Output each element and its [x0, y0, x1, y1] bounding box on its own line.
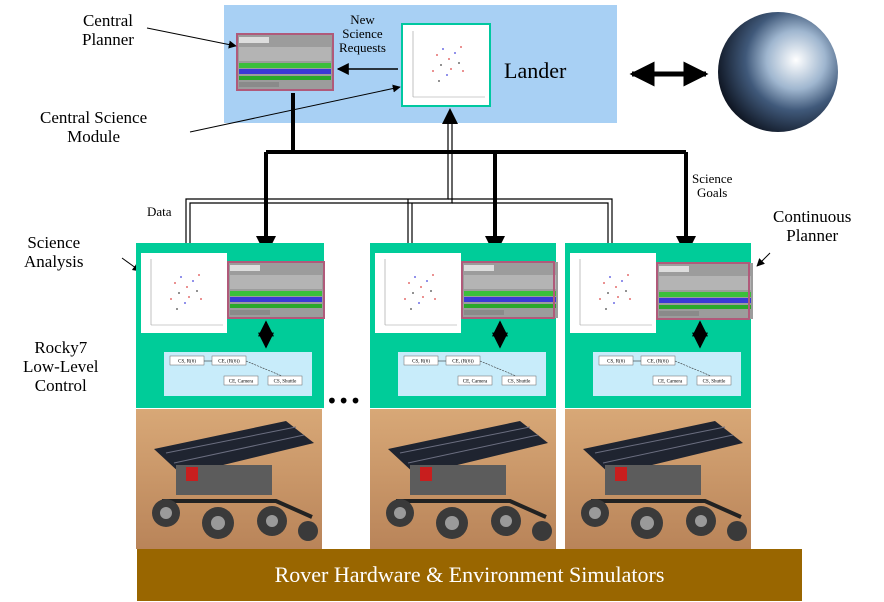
control-flow-boxes: CS, R(6) CE, (R(6)) CE, Camera CS, Shuttle C…: [169, 355, 732, 386]
flow-node-box: [169, 355, 205, 366]
flow-node-box: [267, 375, 303, 386]
rover-photo-3: [563, 407, 753, 551]
flow-node-text: CS, R(6): [178, 360, 196, 365]
flow-node-text: CS, Shuttle: [703, 380, 727, 385]
flow-node-text: CE, (R(6)): [647, 360, 669, 365]
flow-node-box: [640, 355, 676, 366]
flow-edge: [674, 360, 712, 377]
central-planner-thumbnail: [237, 34, 333, 90]
flow-node-text: CE, Camera: [658, 380, 683, 385]
flow-node-text: CS, Shuttle: [508, 380, 532, 385]
simulator-bar: [137, 549, 802, 601]
rover-photo-1: [134, 407, 324, 551]
flow-node-box: [211, 355, 247, 366]
flow-node-box: [501, 375, 537, 386]
flow-node-box: [696, 375, 732, 386]
simulators-label: Rover Hardware & Environment Simulators: [274, 562, 665, 587]
data-lines: [185, 122, 613, 252]
flow-node-text: CE, (R(6)): [452, 360, 474, 365]
more-rovers-ellipsis: •••: [326, 389, 362, 413]
flow-node-box: [457, 375, 493, 386]
flow-node-box: [223, 375, 259, 386]
flow-node-text: CE, Camera: [463, 380, 488, 385]
data-label: Data: [147, 204, 172, 219]
flow-node-box: [598, 355, 634, 366]
flow-node-text: CE, Camera: [229, 380, 254, 385]
flow-node-box: [445, 355, 481, 366]
flow-node-box: [403, 355, 439, 366]
flow-edge: [479, 360, 517, 377]
flow-node-text: CS, R(6): [412, 360, 430, 365]
flow-node-box: [652, 375, 688, 386]
flow-node-text: CS, R(6): [607, 360, 625, 365]
flow-edge: [245, 360, 283, 377]
planet-image: [718, 12, 838, 132]
flow-node-text: CS, Shuttle: [274, 380, 298, 385]
flow-node-text: CE, (R(6)): [218, 360, 240, 365]
lander-label: Lander: [504, 58, 567, 83]
rover-photo-2: [368, 407, 558, 551]
